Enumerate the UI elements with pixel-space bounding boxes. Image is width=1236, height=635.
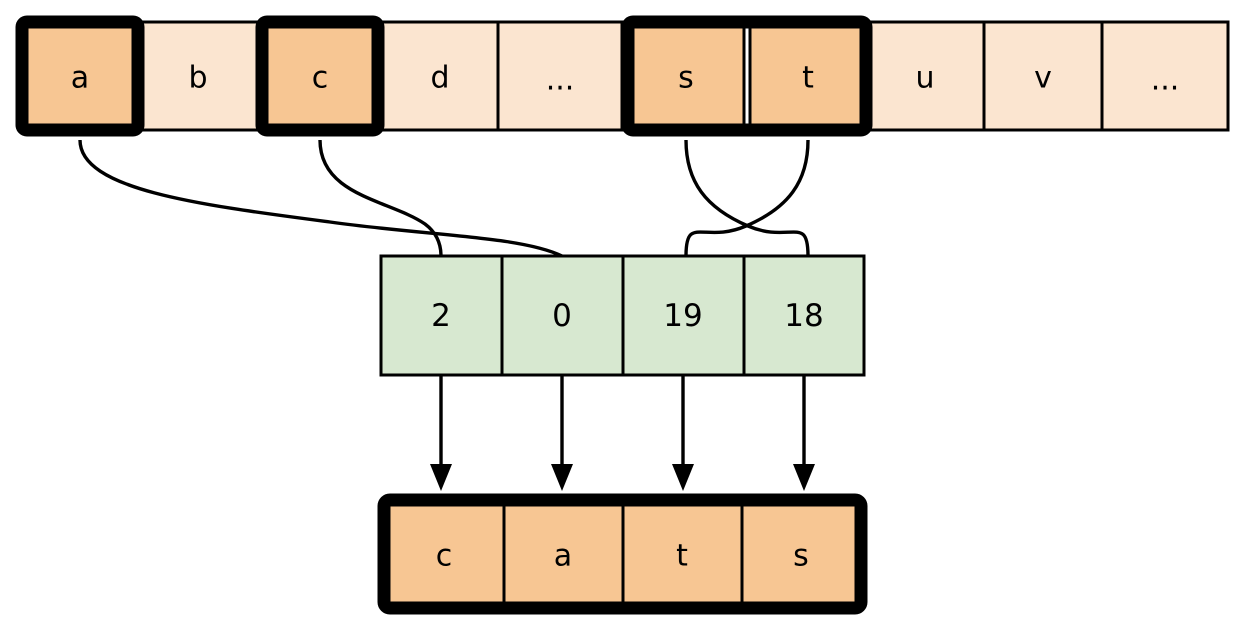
index-cell-2[interactable]: 19 (621, 254, 746, 377)
connector-curves (78, 139, 810, 258)
alphabet-cell-0[interactable]: a (20, 20, 140, 132)
connector-t-to-19 (684, 139, 810, 257)
alphabet-row: a b c d ... s (15, 15, 1230, 137)
output-cell-1[interactable]: a (504, 500, 623, 608)
arrow-19-to-t (672, 376, 694, 491)
alphabet-cell-label: ... (546, 63, 575, 98)
index-cell-label: 19 (663, 298, 702, 334)
highlight-frame-st (621, 15, 873, 137)
alphabet-cell-label: d (430, 61, 449, 96)
index-cell-label: 18 (784, 298, 823, 334)
arrow-0-to-a (551, 376, 573, 491)
connector-a-to-0 (78, 139, 563, 258)
index-cell-label: 0 (552, 298, 572, 334)
output-cell-label: s (793, 539, 809, 574)
alphabet-cell-7[interactable]: u (864, 20, 986, 132)
alphabet-cell-9[interactable]: ... (1100, 20, 1230, 132)
highlight-frame-c (255, 15, 385, 137)
alphabet-cell-2[interactable]: c (260, 20, 380, 132)
alphabet-cell-label: ... (1151, 63, 1180, 98)
index-cell-0[interactable]: 2 (379, 254, 504, 377)
alphabet-cell-6[interactable]: t (748, 20, 868, 132)
index-cell-3[interactable]: 18 (742, 254, 866, 377)
arrow-18-to-s (793, 376, 815, 491)
index-to-output-arrows (430, 376, 815, 491)
output-cell-label: a (554, 539, 572, 574)
index-cell-label: 2 (431, 298, 451, 334)
alphabet-cell-label: u (915, 61, 934, 96)
arrow-2-to-c (430, 376, 452, 491)
alphabet-cell-label: c (312, 61, 329, 96)
output-cell-label: t (676, 539, 688, 574)
alphabet-cell-label: a (71, 61, 89, 96)
output-cell-3[interactable]: s (742, 500, 861, 608)
alphabet-cell-label: s (678, 61, 694, 96)
alphabet-cell-4[interactable]: ... (496, 20, 624, 132)
output-cell-0[interactable]: c (384, 500, 504, 608)
output-cell-label: c (436, 539, 453, 574)
alphabet-cell-label: v (1034, 61, 1052, 96)
output-cell-2[interactable]: t (623, 500, 742, 608)
alphabet-cell-label: t (802, 61, 814, 96)
index-row: 2 0 19 18 (379, 254, 866, 377)
output-row-frame (377, 493, 868, 615)
index-cell-1[interactable]: 0 (500, 254, 625, 377)
alphabet-cell-1[interactable]: b (136, 20, 260, 132)
alphabet-cell-5[interactable]: s (626, 20, 746, 132)
output-row: c a t s (377, 493, 868, 615)
highlight-frame-a (15, 15, 145, 137)
alphabet-cell-label: b (188, 61, 207, 96)
connector-c-to-2 (318, 139, 443, 257)
alphabet-cell-8[interactable]: v (982, 20, 1104, 132)
alphabet-cell-3[interactable]: d (380, 20, 500, 132)
